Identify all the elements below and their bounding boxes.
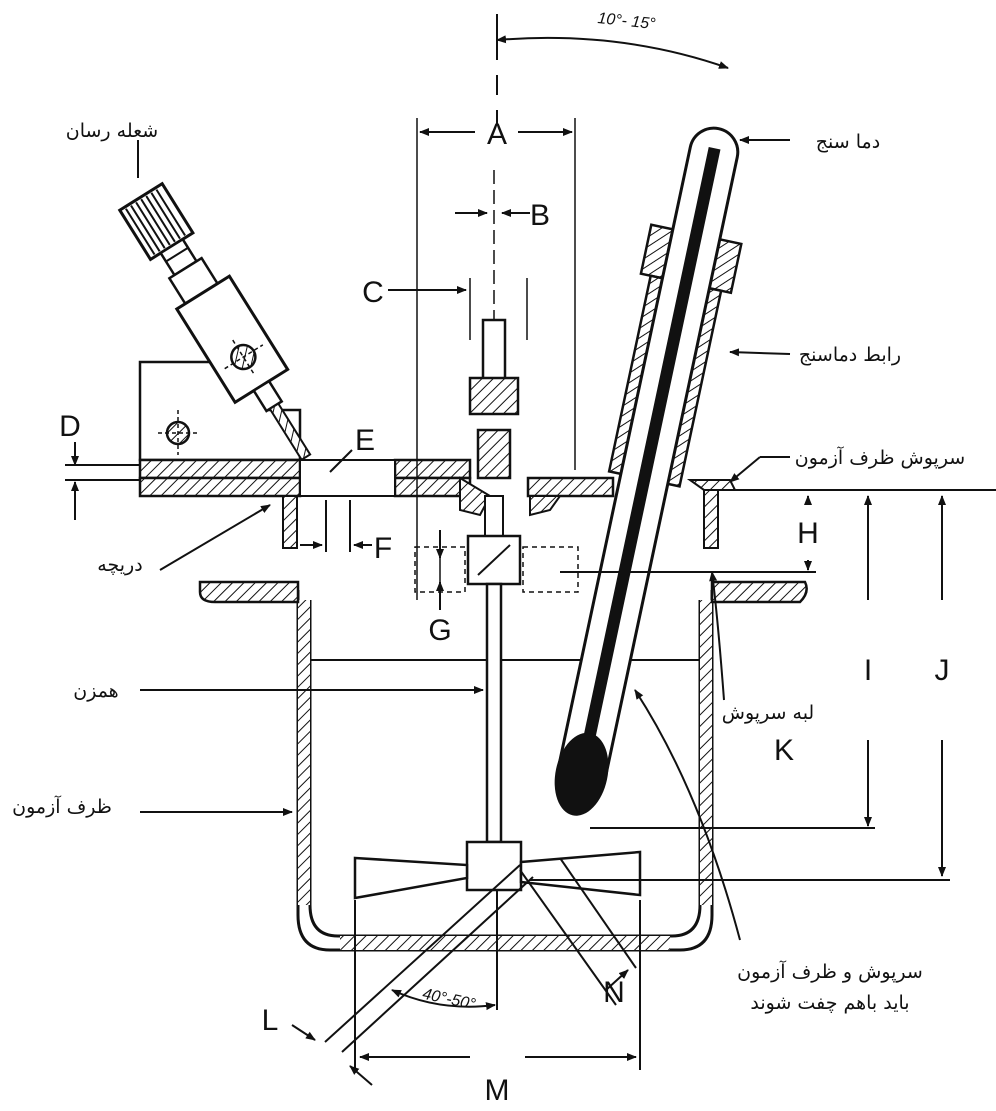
test-cup-lid	[138, 360, 737, 549]
dim-b: B	[530, 199, 550, 232]
angle-top: 10°- 15°	[597, 10, 657, 33]
label-note-line1: سرپوش و ظرف آزمون	[737, 959, 923, 983]
dim-d: D	[59, 410, 81, 443]
dim-f: F	[374, 532, 392, 565]
dim-l: L	[262, 1004, 279, 1037]
label-note-line2: باید باهم چفت شوند	[750, 992, 909, 1014]
thermometer	[554, 126, 743, 816]
dim-m: M	[485, 1074, 510, 1107]
leader-lines	[137, 136, 791, 941]
dimension-lines	[65, 35, 996, 1086]
dim-e: E	[355, 424, 375, 457]
label-thermometer: دما سنج	[816, 131, 880, 153]
label-lid-rim: لبه سرپوش	[722, 702, 814, 724]
label-stirrer: همزن	[73, 680, 118, 702]
test-cup	[198, 580, 808, 952]
dim-h: H	[797, 517, 819, 550]
dim-g: G	[428, 614, 451, 647]
label-shutter: دریچه	[97, 554, 142, 576]
dim-k: K	[774, 734, 794, 767]
label-test-cup: ظرف آزمون	[12, 794, 112, 818]
dim-a: A	[487, 118, 507, 151]
label-test-cup-lid: سرپوش ظرف آزمون	[795, 445, 965, 469]
angle-blade: 40°-50°	[421, 986, 478, 1014]
dim-i: I	[864, 654, 872, 687]
dim-j: J	[935, 654, 950, 687]
label-igniter: شعله رسان	[66, 120, 158, 142]
label-thermometer-adapter: رابط دماسنج	[799, 344, 901, 366]
igniter	[117, 181, 312, 462]
dim-n: N	[603, 976, 625, 1009]
dim-c: C	[362, 276, 384, 309]
stirrer	[353, 170, 642, 900]
